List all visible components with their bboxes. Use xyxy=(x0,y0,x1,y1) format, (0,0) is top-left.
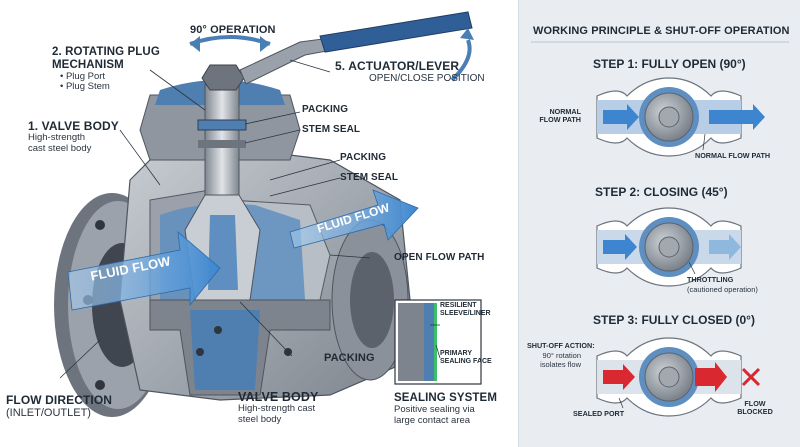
red-x-icon xyxy=(741,367,761,387)
flow-direction-title: FLOW DIRECTION xyxy=(6,393,113,407)
sealing-system-title: SEALING SYSTEM xyxy=(394,392,497,404)
operation-label: 90° OPERATION xyxy=(190,24,276,36)
valve-body-bottom-title: VALVE BODY xyxy=(238,390,319,404)
fluid-flow-arrow-icon xyxy=(67,189,419,311)
sealed-port-label: SEALED PORT xyxy=(573,409,625,418)
valve-body-top-title: 1. VALVE BODY xyxy=(28,119,119,133)
valve-body-top-callout: 1. VALVE BODY High-strength cast steel b… xyxy=(28,119,119,155)
actuator-title: 5. ACTUATOR/LEVER xyxy=(335,59,460,73)
step3-action-sub: 90° rotation isolates flow xyxy=(540,351,581,369)
step2-title: STEP 2: CLOSING (45°) xyxy=(595,185,728,199)
rotating-plug-callout: 2. ROTATING PLUG MECHANISM • Plug Port •… xyxy=(52,46,170,93)
rotating-plug-title: 2. ROTATING PLUG MECHANISM xyxy=(52,46,160,71)
packing-label-3: PACKING xyxy=(324,352,375,364)
step2-diagram xyxy=(596,207,742,287)
actuator-callout: 5. ACTUATOR/LEVER OPEN/CLOSE POSITION xyxy=(335,59,485,85)
step1-left-label: NORMAL FLOW PATH xyxy=(539,107,581,125)
step1-title: STEP 1: FULLY OPEN (90°) xyxy=(593,57,746,71)
lever xyxy=(239,11,473,85)
plug-port-bullet: • Plug Port xyxy=(60,70,106,82)
valve-body-bottom-sub1: High-strength cast xyxy=(238,403,316,414)
valve-body-bottom-callout: VALVE BODY High-strength cast steel body xyxy=(238,390,318,425)
step1-diagram xyxy=(596,77,765,157)
resilient-sleeve-label: RESILIENT SLEEVE/LINER xyxy=(440,302,491,318)
step2-label: THROTTLING xyxy=(687,275,734,284)
working-principle-panel: WORKING PRINCIPLE & SHUT-OFF OPERATION S… xyxy=(518,0,800,447)
valve-body-top-sub1: High-strength xyxy=(28,132,86,144)
stem-seal-label-2: STEM SEAL xyxy=(340,172,399,183)
step3-action-title: SHUT-OFF ACTION: xyxy=(527,341,595,350)
curved-arrow-icon xyxy=(450,28,474,82)
step3-diagram xyxy=(596,337,742,417)
flow-direction-sub: (INLET/OUTLET) xyxy=(6,407,91,420)
step3-title: STEP 3: FULLY CLOSED (0°) xyxy=(593,313,755,327)
step1-right-label: NORMAL FLOW PATH xyxy=(695,151,771,160)
actuator-sub: OPEN/CLOSE POSITION xyxy=(369,73,485,85)
sealing-inset xyxy=(394,299,482,385)
rotation-arrow-icon xyxy=(189,35,271,52)
leader-lines xyxy=(59,59,441,379)
step2-sub: (cautioned operation) xyxy=(687,285,758,294)
valve-body-top-sub2: cast steel body xyxy=(28,143,92,155)
flow-direction-callout: FLOW DIRECTION (INLET/OUTLET) xyxy=(6,393,113,420)
panel-title: WORKING PRINCIPLE & SHUT-OFF OPERATION xyxy=(533,25,790,37)
open-flow-path-label: OPEN FLOW PATH xyxy=(394,252,485,263)
packing-label-2: PACKING xyxy=(340,152,387,163)
sealing-system-callout: SEALING SYSTEM Positive sealing via larg… xyxy=(394,392,497,426)
valve-body-bottom-sub2: steel body xyxy=(238,413,282,425)
flow-blocked-label: FLOW BLOCKED xyxy=(737,399,773,417)
primary-sealing-face-label: PRIMARY SEALING FACE xyxy=(440,350,492,366)
sealing-system-sub2: large contact area xyxy=(394,414,471,426)
plug-stem-bullet: • Plug Stem xyxy=(60,81,110,93)
step-diagrams xyxy=(531,41,789,417)
packing-label-1: PACKING xyxy=(302,104,349,115)
valve-cutaway-illustration xyxy=(54,11,482,417)
sealing-system-sub1: Positive sealing via xyxy=(394,403,475,415)
stem-seal-label-1: STEM SEAL xyxy=(302,124,361,135)
valve-cutaway-panel: 90° OPERATION 2. ROTATING PLUG MECHANISM… xyxy=(6,11,497,426)
